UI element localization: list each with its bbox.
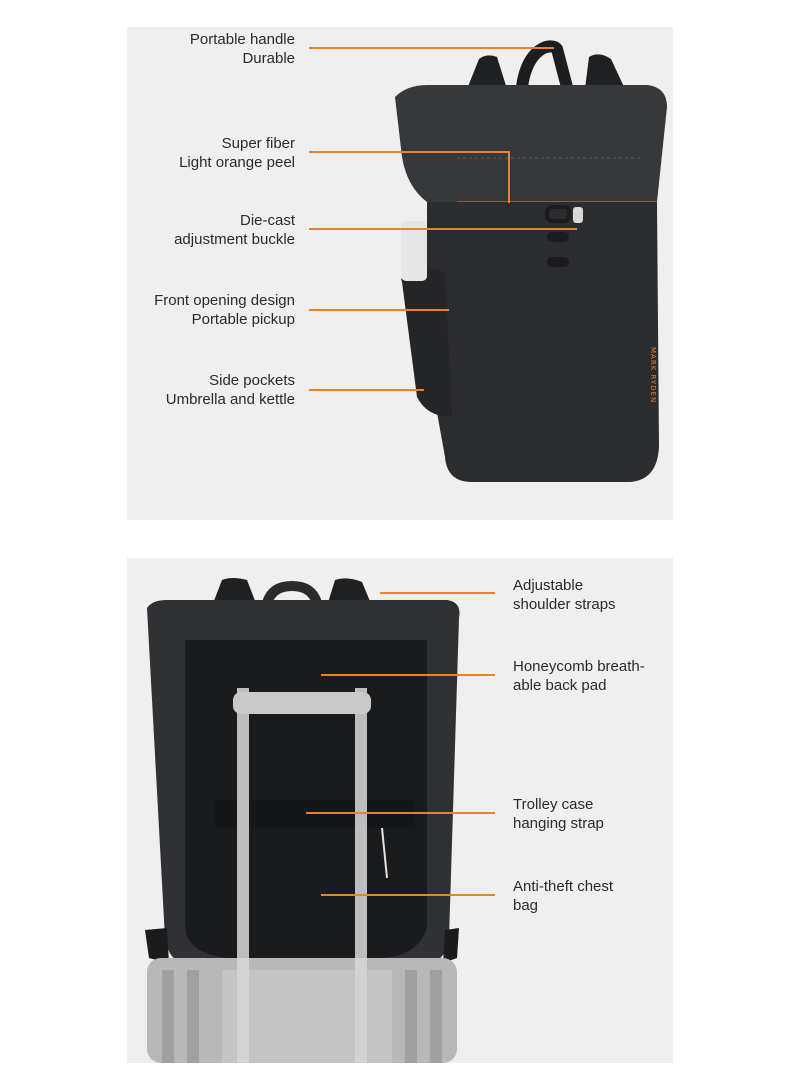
callout-line-super-fiber-drop (508, 151, 510, 203)
callout-line-back-pad (321, 674, 495, 676)
back-view-panel (127, 558, 673, 1063)
front-view-panel: MARK RYDEN (127, 27, 673, 520)
callout-line-die-cast-buckle (309, 228, 577, 230)
callout-line-front-opening (309, 309, 449, 311)
callout-line-chest-bag (321, 894, 495, 896)
callout-line-trolley-strap (306, 812, 495, 814)
callout-back-pad: Honeycomb breath-able back pad (513, 658, 645, 694)
callout-line-side-pockets (309, 389, 424, 391)
callout-line-shoulder-straps (380, 592, 495, 594)
callout-line-super-fiber (309, 151, 509, 153)
backpack-front-image: MARK RYDEN (395, 40, 667, 482)
backpack-back-image (145, 578, 460, 1063)
brand-mark: MARK RYDEN (649, 347, 657, 403)
callout-line-portable-handle (309, 47, 554, 49)
